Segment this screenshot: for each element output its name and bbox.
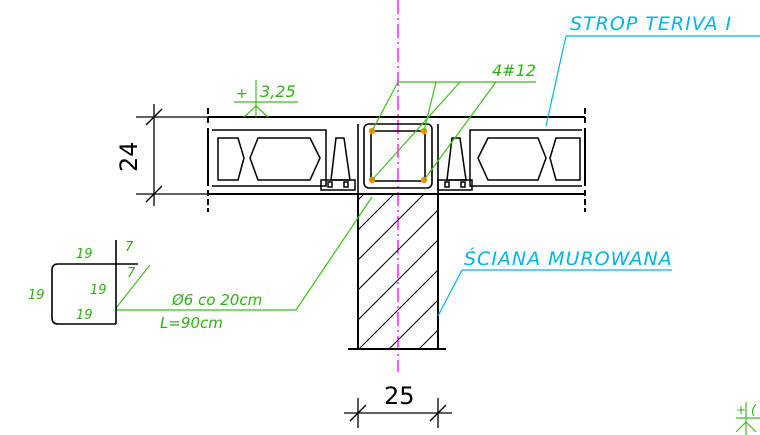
corner-partial-text: ( <box>751 403 757 418</box>
stirrup-detail <box>51 240 138 325</box>
rebar-leaders <box>115 81 536 311</box>
dim-width-value: 25 <box>384 382 415 410</box>
level-value: 3,25 <box>260 82 296 101</box>
wall-hatch <box>358 194 438 349</box>
dim-height-value: 24 <box>115 141 143 172</box>
level-mark <box>234 80 298 118</box>
slab-outline <box>207 108 586 212</box>
stirrup-hook-upper: 7 <box>125 240 134 255</box>
level-plus: + <box>236 86 248 102</box>
corner-plus: + <box>736 403 746 417</box>
ring-beam-stirrup <box>357 123 439 194</box>
hollow-block-right <box>469 129 582 187</box>
rebar-top-label: 4#12 <box>492 61 536 80</box>
stirrup-dim-left: 19 <box>28 288 45 303</box>
beam-rail-left <box>320 137 356 191</box>
stirrup-dim-top: 19 <box>76 247 93 262</box>
stirrup-spacing-label: Ø6 co 20cm <box>171 291 262 309</box>
hollow-block-left <box>212 129 327 187</box>
dim-height <box>136 104 208 206</box>
sciana-label: ŚCIANA MUROWANA <box>464 246 673 270</box>
corner-level-mark <box>735 402 760 435</box>
annotation-leaders <box>437 35 760 317</box>
dim-width <box>344 398 452 428</box>
stirrup-dim-bottom: 19 <box>76 308 93 323</box>
stirrup-length-label: L=90cm <box>160 314 223 332</box>
stirrup-hook-lower: 7 <box>127 266 136 281</box>
stirrup-dim-inner: 19 <box>90 283 107 298</box>
strop-label: STROP TERIVA I <box>570 13 732 35</box>
beam-rail-right <box>437 137 473 191</box>
wall-outline <box>348 194 446 350</box>
